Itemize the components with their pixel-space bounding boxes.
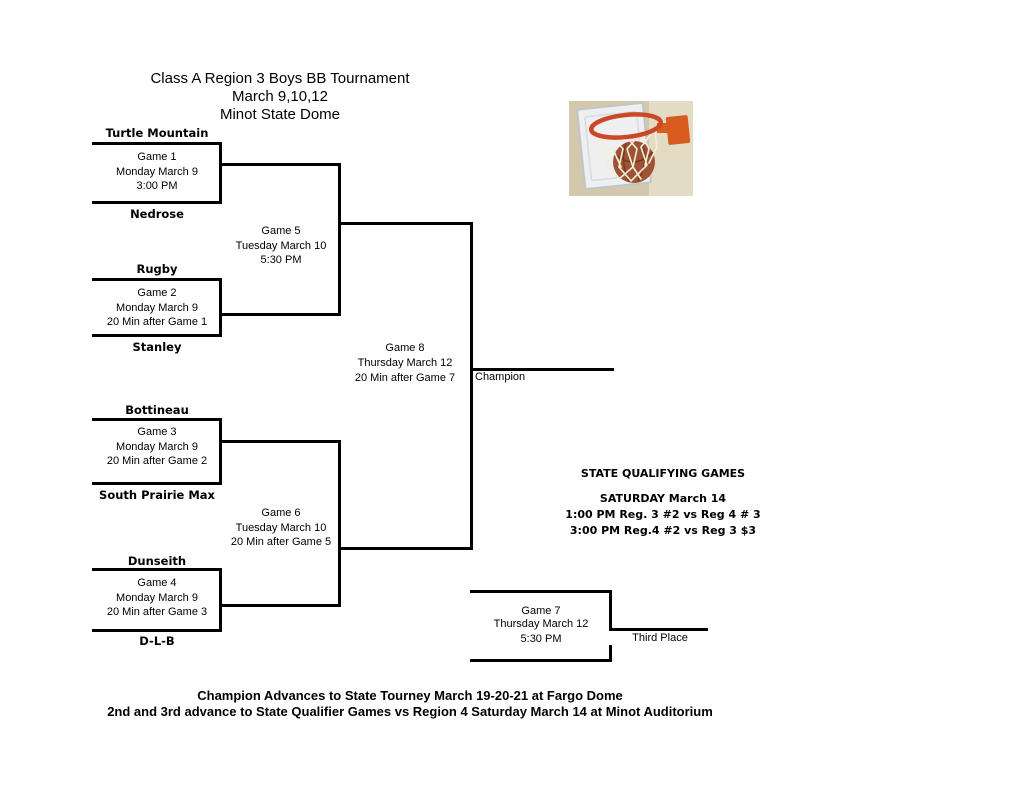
game5-date: Tuesday March 10	[235, 239, 327, 252]
game4-time: 20 Min after Game 3	[106, 606, 208, 618]
game7-bottom-line	[470, 659, 612, 662]
game1-bottom-line	[92, 201, 222, 204]
game4-label: Game 4	[137, 577, 177, 589]
team-nedrose: Nedrose	[130, 207, 184, 221]
game1-time: 3:00 PM	[136, 180, 178, 192]
game6-join-line	[338, 440, 341, 607]
game8-join-line	[470, 222, 473, 550]
game4-right-line	[219, 568, 222, 632]
tournament-venue: Minot State Dome	[219, 106, 341, 123]
game4-winner-line	[219, 604, 341, 607]
team-dunseith: Dunseith	[127, 554, 187, 568]
game3-winner-line	[219, 440, 341, 443]
game3-info: Game 3 Monday March 9 20 Min after Game …	[92, 425, 222, 469]
game1-date: Monday March 9	[116, 165, 198, 178]
game8-info: Game 8 Thursday March 12 20 Min after Ga…	[332, 341, 478, 386]
game7-time: 5:30 PM	[520, 633, 562, 645]
game7-date: Thursday March 12	[493, 617, 589, 630]
rim	[588, 112, 664, 140]
game1-right-line	[219, 142, 222, 204]
game1-info: Game 1 Monday March 9 3:00 PM	[92, 150, 222, 194]
game6-time: 20 Min after Game 5	[230, 536, 332, 548]
game3-right-line	[219, 418, 222, 485]
game2-bottom-line	[92, 334, 222, 337]
net	[593, 128, 658, 182]
game5-info: Game 5 Tuesday March 10 5:30 PM	[222, 224, 340, 268]
game1-top-line	[92, 142, 222, 145]
game8-label: Game 8	[385, 342, 425, 354]
game8-date: Thursday March 12	[357, 357, 453, 369]
tournament-name: Class A Region 3 Boys BB Tournament	[150, 70, 410, 87]
team-bottineau: Bottineau	[125, 403, 189, 417]
game3-label: Game 3	[137, 426, 177, 438]
qualifying-heading: STATE QUALIFYING GAMES	[580, 467, 746, 480]
game2-label: Game 2	[137, 287, 177, 299]
game6-date: Tuesday March 10	[235, 521, 327, 534]
rim-mount	[657, 115, 691, 145]
qualifying-date: SATURDAY March 14	[599, 492, 727, 505]
game3-top-line	[92, 418, 222, 421]
game7-right-line	[609, 590, 612, 631]
game6-info: Game 6 Tuesday March 10 20 Min after Gam…	[222, 506, 340, 550]
page-title: Class A Region 3 Boys BB Tournament Marc…	[130, 70, 430, 124]
tournament-dates: March 9,10,12	[232, 88, 328, 105]
game6-winner-line	[338, 547, 473, 550]
footer-notes: Champion Advances to State Tourney March…	[104, 688, 716, 720]
game2-time: 20 Min after Game 1	[106, 316, 208, 328]
champion-label: Champion	[475, 371, 526, 383]
game5-join-line	[338, 163, 341, 316]
basketball-hoop-photo	[569, 101, 693, 196]
game4-info: Game 4 Monday March 9 20 Min after Game …	[92, 576, 222, 620]
game2-date: Monday March 9	[116, 301, 198, 314]
game5-winner-line	[338, 222, 473, 225]
game3-time: 20 Min after Game 2	[106, 455, 208, 467]
game7-right-tick-line	[609, 645, 612, 662]
game2-winner-line	[219, 313, 341, 316]
team-d-l-b: D-L-B	[139, 634, 175, 648]
team-south-prairie-max: South Prairie Max	[99, 488, 215, 502]
footer-line2: 2nd and 3rd advance to State Qualifier G…	[107, 704, 713, 719]
game2-top-line	[92, 278, 222, 281]
game5-time: 5:30 PM	[260, 254, 302, 266]
game7-label: Game 7	[521, 605, 561, 617]
game2-info: Game 2 Monday March 9 20 Min after Game …	[92, 286, 222, 330]
game4-bottom-line	[92, 629, 222, 632]
game2-right-line	[219, 278, 222, 337]
team-turtle-mountain: Turtle Mountain	[105, 126, 209, 140]
game7-top-line	[470, 590, 612, 593]
game7-info: Game 7 Thursday March 12 5:30 PM	[472, 605, 610, 646]
game6-label: Game 6	[261, 507, 301, 519]
team-stanley: Stanley	[132, 340, 182, 354]
third-place-label: Third Place	[632, 632, 688, 644]
champion-line	[470, 368, 614, 371]
qualifying-game2: 3:00 PM Reg.4 #2 vs Reg 3 $3	[569, 524, 757, 537]
team-rugby: Rugby	[136, 262, 178, 276]
footer-line1: Champion Advances to State Tourney March…	[197, 688, 623, 703]
qualifying-game1: 1:00 PM Reg. 3 #2 vs Reg 4 # 3	[565, 508, 761, 521]
game4-top-line	[92, 568, 222, 571]
game3-date: Monday March 9	[116, 440, 198, 453]
game5-label: Game 5	[261, 225, 301, 237]
game1-label: Game 1	[137, 151, 177, 163]
game1-winner-line	[219, 163, 341, 166]
game4-date: Monday March 9	[116, 591, 198, 604]
game3-bottom-line	[92, 482, 222, 485]
third-place-line	[609, 628, 708, 631]
game8-time: 20 Min after Game 7	[354, 372, 456, 384]
